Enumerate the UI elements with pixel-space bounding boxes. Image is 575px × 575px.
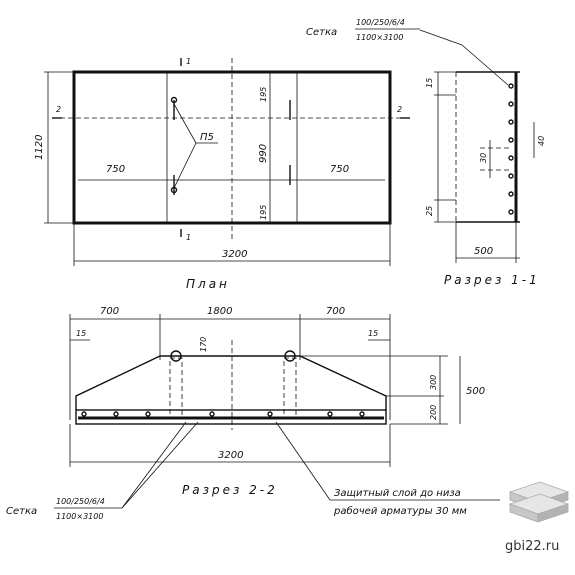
mesh-word: Сетка: [306, 27, 337, 38]
rebar-dot: [508, 137, 514, 143]
loop-leader: [173, 142, 197, 189]
section-1-1-view: 15 25 30 40 500 Разрез 1-1: [425, 71, 546, 287]
section-1-top-dim: 15: [425, 78, 434, 88]
section-2-label-right: 2: [397, 105, 402, 114]
section-2-slab-base: [75, 409, 387, 425]
plan-height-dim: 1120: [34, 135, 45, 160]
section-2-loop-right: [283, 357, 297, 419]
mesh-label-bottom: Сетка 100/250/6/4 1100×3100: [6, 421, 199, 521]
section-2-label-left: 2: [56, 105, 61, 114]
cover-note: Защитный слой до низа рабочей арматуры 3…: [275, 421, 500, 517]
mesh-leader-b: [461, 44, 509, 86]
section-2-2-view: 700 1800 700 15 15 170 300 200: [69, 306, 485, 497]
section-2-left-edge-dim: 15: [76, 329, 86, 338]
plan-bottom-inset-dim: 195: [259, 205, 268, 220]
cover-note-line2: рабочей арматуры 30 мм: [333, 505, 467, 517]
loop-label: П5: [200, 132, 214, 143]
section-2-total-dim: 3200: [218, 450, 243, 461]
cover-note-leader: [275, 421, 331, 501]
section-2-right-dim: 700: [326, 306, 345, 317]
mesh-fraction-top: 100/250/6/4: [56, 497, 105, 506]
rebar-dot: [508, 101, 514, 107]
rebar-dot: [359, 411, 365, 417]
plan-left-dim: 750: [106, 164, 125, 175]
rebar-dot: [145, 411, 151, 417]
section-1-mid-dim: 30: [479, 153, 488, 163]
watermark-site: gbi22.ru: [505, 539, 559, 554]
rebar-dot: [508, 83, 514, 89]
section-2-upper-dim: 300: [429, 375, 438, 390]
section-2-loop-dim: 170: [199, 337, 208, 352]
mesh-leader-a: [419, 29, 463, 46]
mesh-fraction-bottom: 1100×3100: [56, 512, 103, 521]
mesh-fraction-bottom: 1100×3100: [356, 33, 403, 42]
rebar-dot: [113, 411, 119, 417]
section-2-right-edge-dim: 15: [368, 329, 378, 338]
section-2-left-dim: 700: [100, 306, 119, 317]
rebar-dot: [508, 155, 514, 161]
section-1-label-top: 1: [186, 57, 191, 66]
lifting-loop-left: [170, 350, 182, 362]
section-2-loop-left: [169, 357, 183, 419]
rebar-dot: [508, 119, 514, 125]
rebar-dot: [508, 209, 514, 215]
section-1-right-dim: 40: [537, 136, 546, 146]
stacked-slabs-icon: [508, 481, 570, 523]
plan-view: П5 1 1 2 2 1120 750 750 195 990 195 3200…: [34, 57, 410, 291]
watermark: gbi22.ru: [505, 481, 570, 554]
rebar-dot: [209, 411, 215, 417]
loop-dot: [170, 96, 178, 104]
mesh-fraction-top: 100/250/6/4: [356, 18, 405, 27]
mesh-label-top: Сетка 100/250/6/4 1100×3100: [306, 18, 509, 86]
rebar-dot: [508, 173, 514, 179]
section-1-width-dim: 500: [474, 246, 493, 257]
section-1-label-bottom: 1: [186, 233, 191, 242]
mesh-word: Сетка: [6, 506, 37, 517]
section-2-title: Разрез 2-2: [182, 483, 278, 497]
plan-right-dim: 750: [330, 164, 349, 175]
plan-title: План: [186, 277, 230, 291]
plan-center-dim: 990: [258, 144, 269, 163]
plan-total-dim: 3200: [222, 249, 247, 260]
section-1-title: Разрез 1-1: [444, 273, 540, 287]
rebar-dot: [267, 411, 273, 417]
rebar-dot: [508, 191, 514, 197]
cover-note-line1: Защитный слой до низа: [334, 488, 461, 499]
section-2-slab-outline: [75, 355, 387, 410]
loop-leader: [173, 103, 197, 144]
mesh-leader: [121, 421, 199, 509]
section-2-total-height-dim: 500: [466, 386, 485, 397]
rebar-dot: [327, 411, 333, 417]
section-2-center-dim: 1800: [207, 306, 232, 317]
section-1-bottom-dim: 25: [425, 206, 434, 216]
plan-top-inset-dim: 195: [259, 87, 268, 102]
mesh-leader: [121, 421, 187, 509]
section-2-lower-dim: 200: [429, 405, 438, 420]
rebar-dot: [81, 411, 87, 417]
lifting-loop-right: [284, 350, 296, 362]
